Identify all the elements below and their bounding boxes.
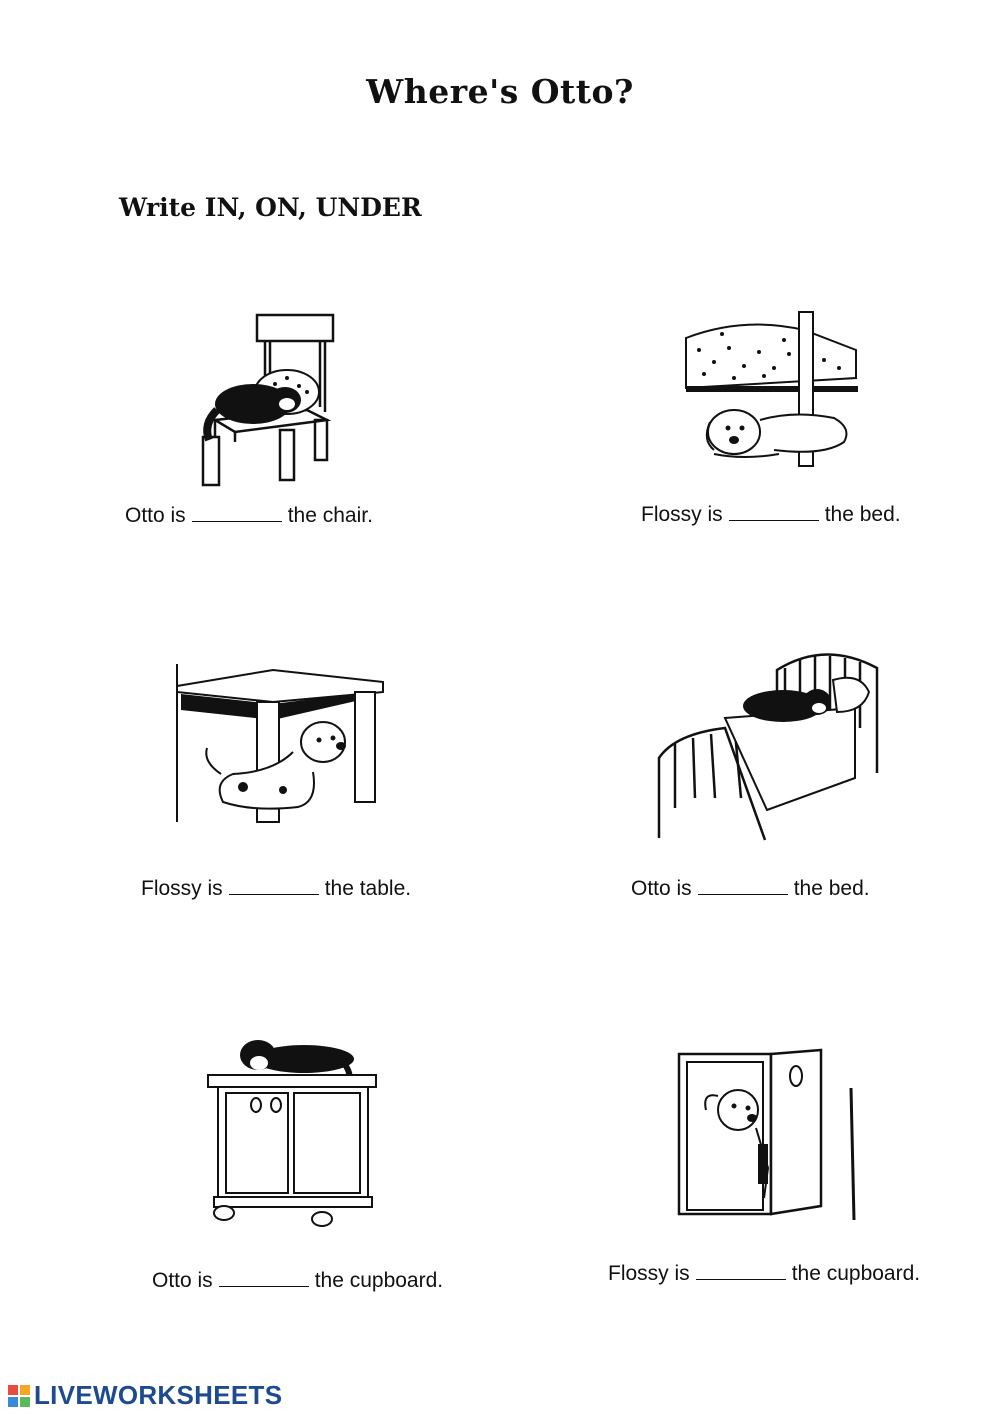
answer-blank[interactable] bbox=[218, 1268, 309, 1287]
sentence-4: Otto is the bed. bbox=[631, 876, 870, 901]
sentence-subject: Flossy is bbox=[641, 503, 723, 526]
instruction-heading: Write IN, ON, UNDER bbox=[119, 193, 422, 222]
sentence-subject: Otto is bbox=[152, 1269, 213, 1292]
sentence-object: the chair. bbox=[287, 504, 373, 527]
sentence-object: the table. bbox=[324, 877, 412, 900]
sentence-3: Flossy is the table. bbox=[141, 876, 411, 901]
cat-on-chair-picture bbox=[195, 312, 340, 487]
sentence-6: Flossy is the cupboard. bbox=[608, 1261, 920, 1286]
sentence-object: the cupboard. bbox=[791, 1262, 921, 1285]
page-title: Where's Otto? bbox=[366, 72, 634, 111]
sentence-subject: Otto is bbox=[125, 504, 186, 527]
answer-blank[interactable] bbox=[728, 502, 819, 521]
cat-on-cupboard-picture bbox=[204, 1033, 384, 1228]
answer-blank[interactable] bbox=[695, 1261, 786, 1280]
sentence-5: Otto is the cupboard. bbox=[152, 1268, 443, 1293]
footer-brand: LIVEWORKSHEETS bbox=[34, 1380, 283, 1410]
sentence-object: the bed. bbox=[793, 877, 870, 900]
sentence-1: Otto is the chair. bbox=[125, 503, 373, 528]
answer-blank[interactable] bbox=[228, 876, 319, 895]
sentence-object: the bed. bbox=[824, 503, 901, 526]
dog-in-cupboard-picture bbox=[676, 1048, 861, 1226]
dog-under-bed-picture bbox=[684, 310, 860, 470]
cat-on-bed-picture bbox=[655, 648, 885, 843]
sentence-subject: Flossy is bbox=[608, 1262, 690, 1285]
sentence-subject: Flossy is bbox=[141, 877, 223, 900]
answer-blank[interactable] bbox=[191, 503, 282, 522]
sentence-2: Flossy is the bed. bbox=[641, 502, 901, 527]
sentence-subject: Otto is bbox=[631, 877, 692, 900]
liveworksheets-logo-icon bbox=[8, 1384, 30, 1407]
sentence-object: the cupboard. bbox=[314, 1269, 444, 1292]
answer-blank[interactable] bbox=[697, 876, 788, 895]
footer-logo[interactable]: LIVEWORKSHEETS bbox=[8, 1380, 282, 1411]
dog-under-table-picture bbox=[173, 662, 388, 827]
